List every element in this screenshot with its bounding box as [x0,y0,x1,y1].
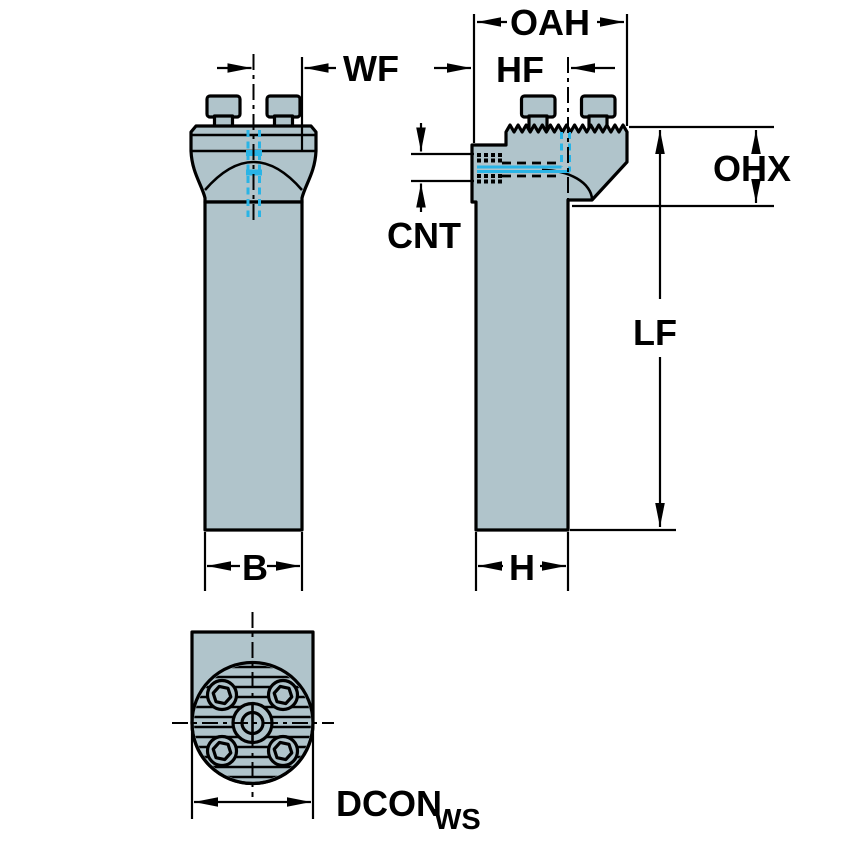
dim-b: B [203,532,304,591]
dim-label-dcon-subscript: WS [434,804,481,836]
dim-label-ohx: OHX [713,148,791,189]
dome-arc [204,160,303,191]
dim-label-cnt: CNT [387,215,461,256]
side-body-outline [470,123,629,532]
dim-wf: WF [217,48,399,151]
dim-cnt: CNT [387,123,474,256]
hex-socket-screw-bottom-left [205,734,239,768]
dim-label-b: B [242,547,268,588]
dim-lf: LF [570,130,677,532]
dim-label-h: H [509,547,535,588]
dim-label-wf: WF [343,48,399,89]
dim-label-dcon: DCON [336,783,442,824]
clamp-screw-left [205,94,242,130]
dim-hf: HF [434,49,615,90]
shank-front [203,200,304,532]
dim-ohx: OHX [572,125,791,208]
front-view: WF B [189,48,399,591]
dim-h: H [474,532,570,591]
hex-socket-screw-bottom-right [266,734,300,768]
dim-label-oah: OAH [510,2,590,43]
dim-oah: OAH [472,2,629,143]
bottom-view: DCON WS [172,612,481,836]
hex-socket-screw-top-right [266,678,300,712]
clamp-screw-right [265,94,302,130]
side-view: OAH HF CNT OHX LF [387,2,791,591]
dim-dcon: DCON WS [190,723,481,836]
serration-section-dots [477,153,502,184]
coolant-channel-side [477,132,571,173]
dim-label-lf: LF [633,312,677,353]
dim-label-hf: HF [496,49,544,90]
hex-socket-screw-top-left [205,678,239,712]
